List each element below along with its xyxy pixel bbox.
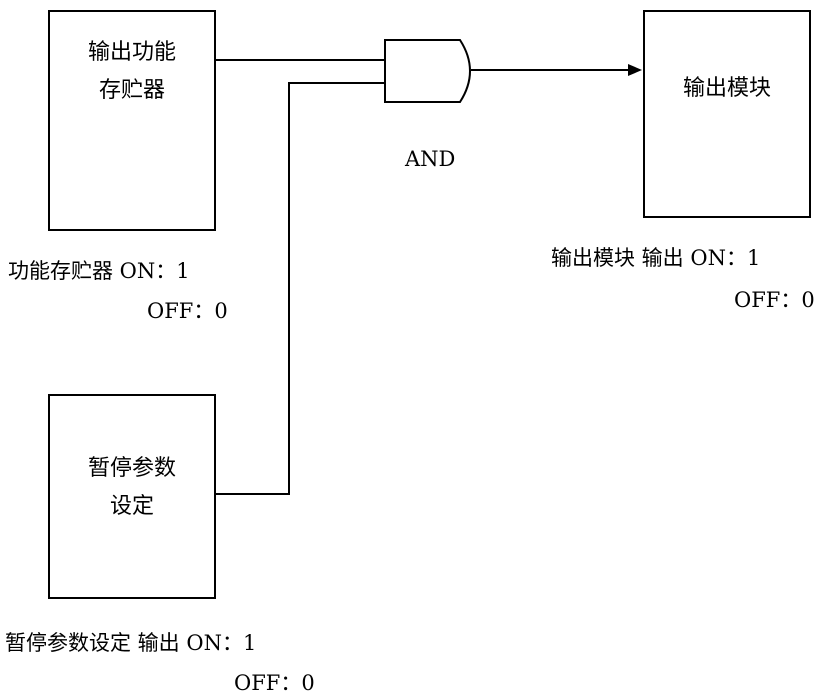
- pause-param-box: 暂停参数 设定: [48, 394, 216, 599]
- pause-param-label-line2: 设定: [109, 494, 154, 519]
- and-gate: [384, 39, 471, 103]
- register-on-label: 功能存贮器 ON：1: [8, 259, 190, 283]
- pause-param-label-line1: 暂停参数: [87, 456, 176, 481]
- output-register-box: 输出功能 存贮器: [48, 10, 216, 231]
- output-module-box: 输出模块: [643, 10, 811, 218]
- arrowhead: [628, 64, 642, 76]
- output-register-label-line2: 存贮器: [98, 78, 165, 103]
- and-gate-label: AND: [405, 147, 456, 171]
- pause-on-label: 暂停参数设定 输出 ON：1: [5, 631, 257, 655]
- pause-off-label: OFF：0: [234, 671, 315, 695]
- module-on-label: 输出模块 输出 ON：1: [551, 246, 761, 270]
- connector-pause-to-gate: [216, 82, 385, 495]
- module-off-label: OFF：0: [734, 288, 815, 312]
- output-register-label-line1: 输出功能: [87, 40, 176, 65]
- output-module-label: 输出模块: [682, 76, 771, 101]
- register-off-label: OFF：0: [147, 299, 228, 323]
